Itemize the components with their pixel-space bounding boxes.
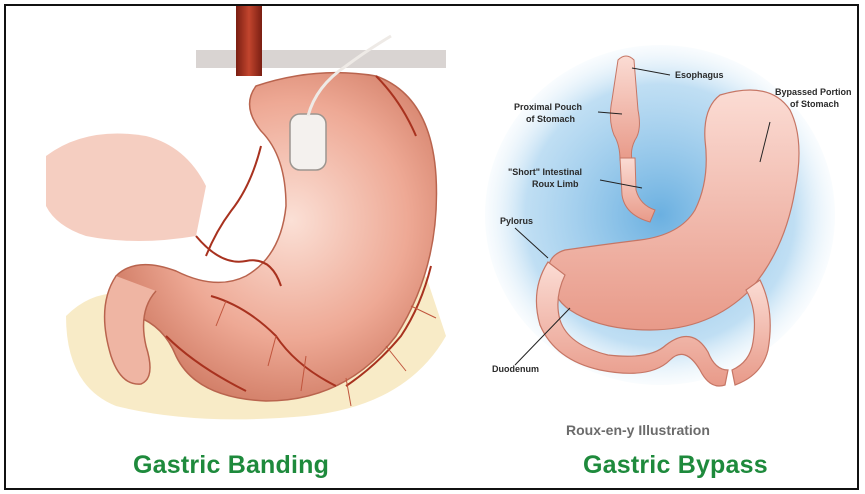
- label-esophagus: Esophagus: [675, 70, 724, 80]
- illustration-title: Roux-en-y Illustration: [566, 422, 710, 438]
- caption-gastric-banding: Gastric Banding: [133, 451, 329, 480]
- label-bypassed-portion-2: of Stomach: [790, 99, 839, 109]
- gastric-banding-illustration: [46, 6, 446, 426]
- diaphragm-plate: [196, 50, 446, 68]
- gastric-bypass-illustration: Esophagus Proximal Pouch of Stomach Bypa…: [470, 40, 860, 445]
- esophagus-tube: [236, 6, 262, 76]
- caption-gastric-bypass: Gastric Bypass: [583, 451, 768, 480]
- label-proximal-pouch-2: of Stomach: [526, 114, 575, 124]
- label-proximal-pouch: Proximal Pouch: [514, 102, 582, 112]
- left-tissue: [46, 134, 206, 242]
- label-short-limb: "Short" Intestinal: [508, 167, 582, 177]
- label-short-limb-2: Roux Limb: [532, 179, 579, 189]
- label-pylorus: Pylorus: [500, 216, 533, 226]
- label-bypassed-portion: Bypassed Portion: [775, 87, 852, 97]
- label-duodenum: Duodenum: [492, 364, 539, 374]
- gastric-band-device: [290, 114, 326, 170]
